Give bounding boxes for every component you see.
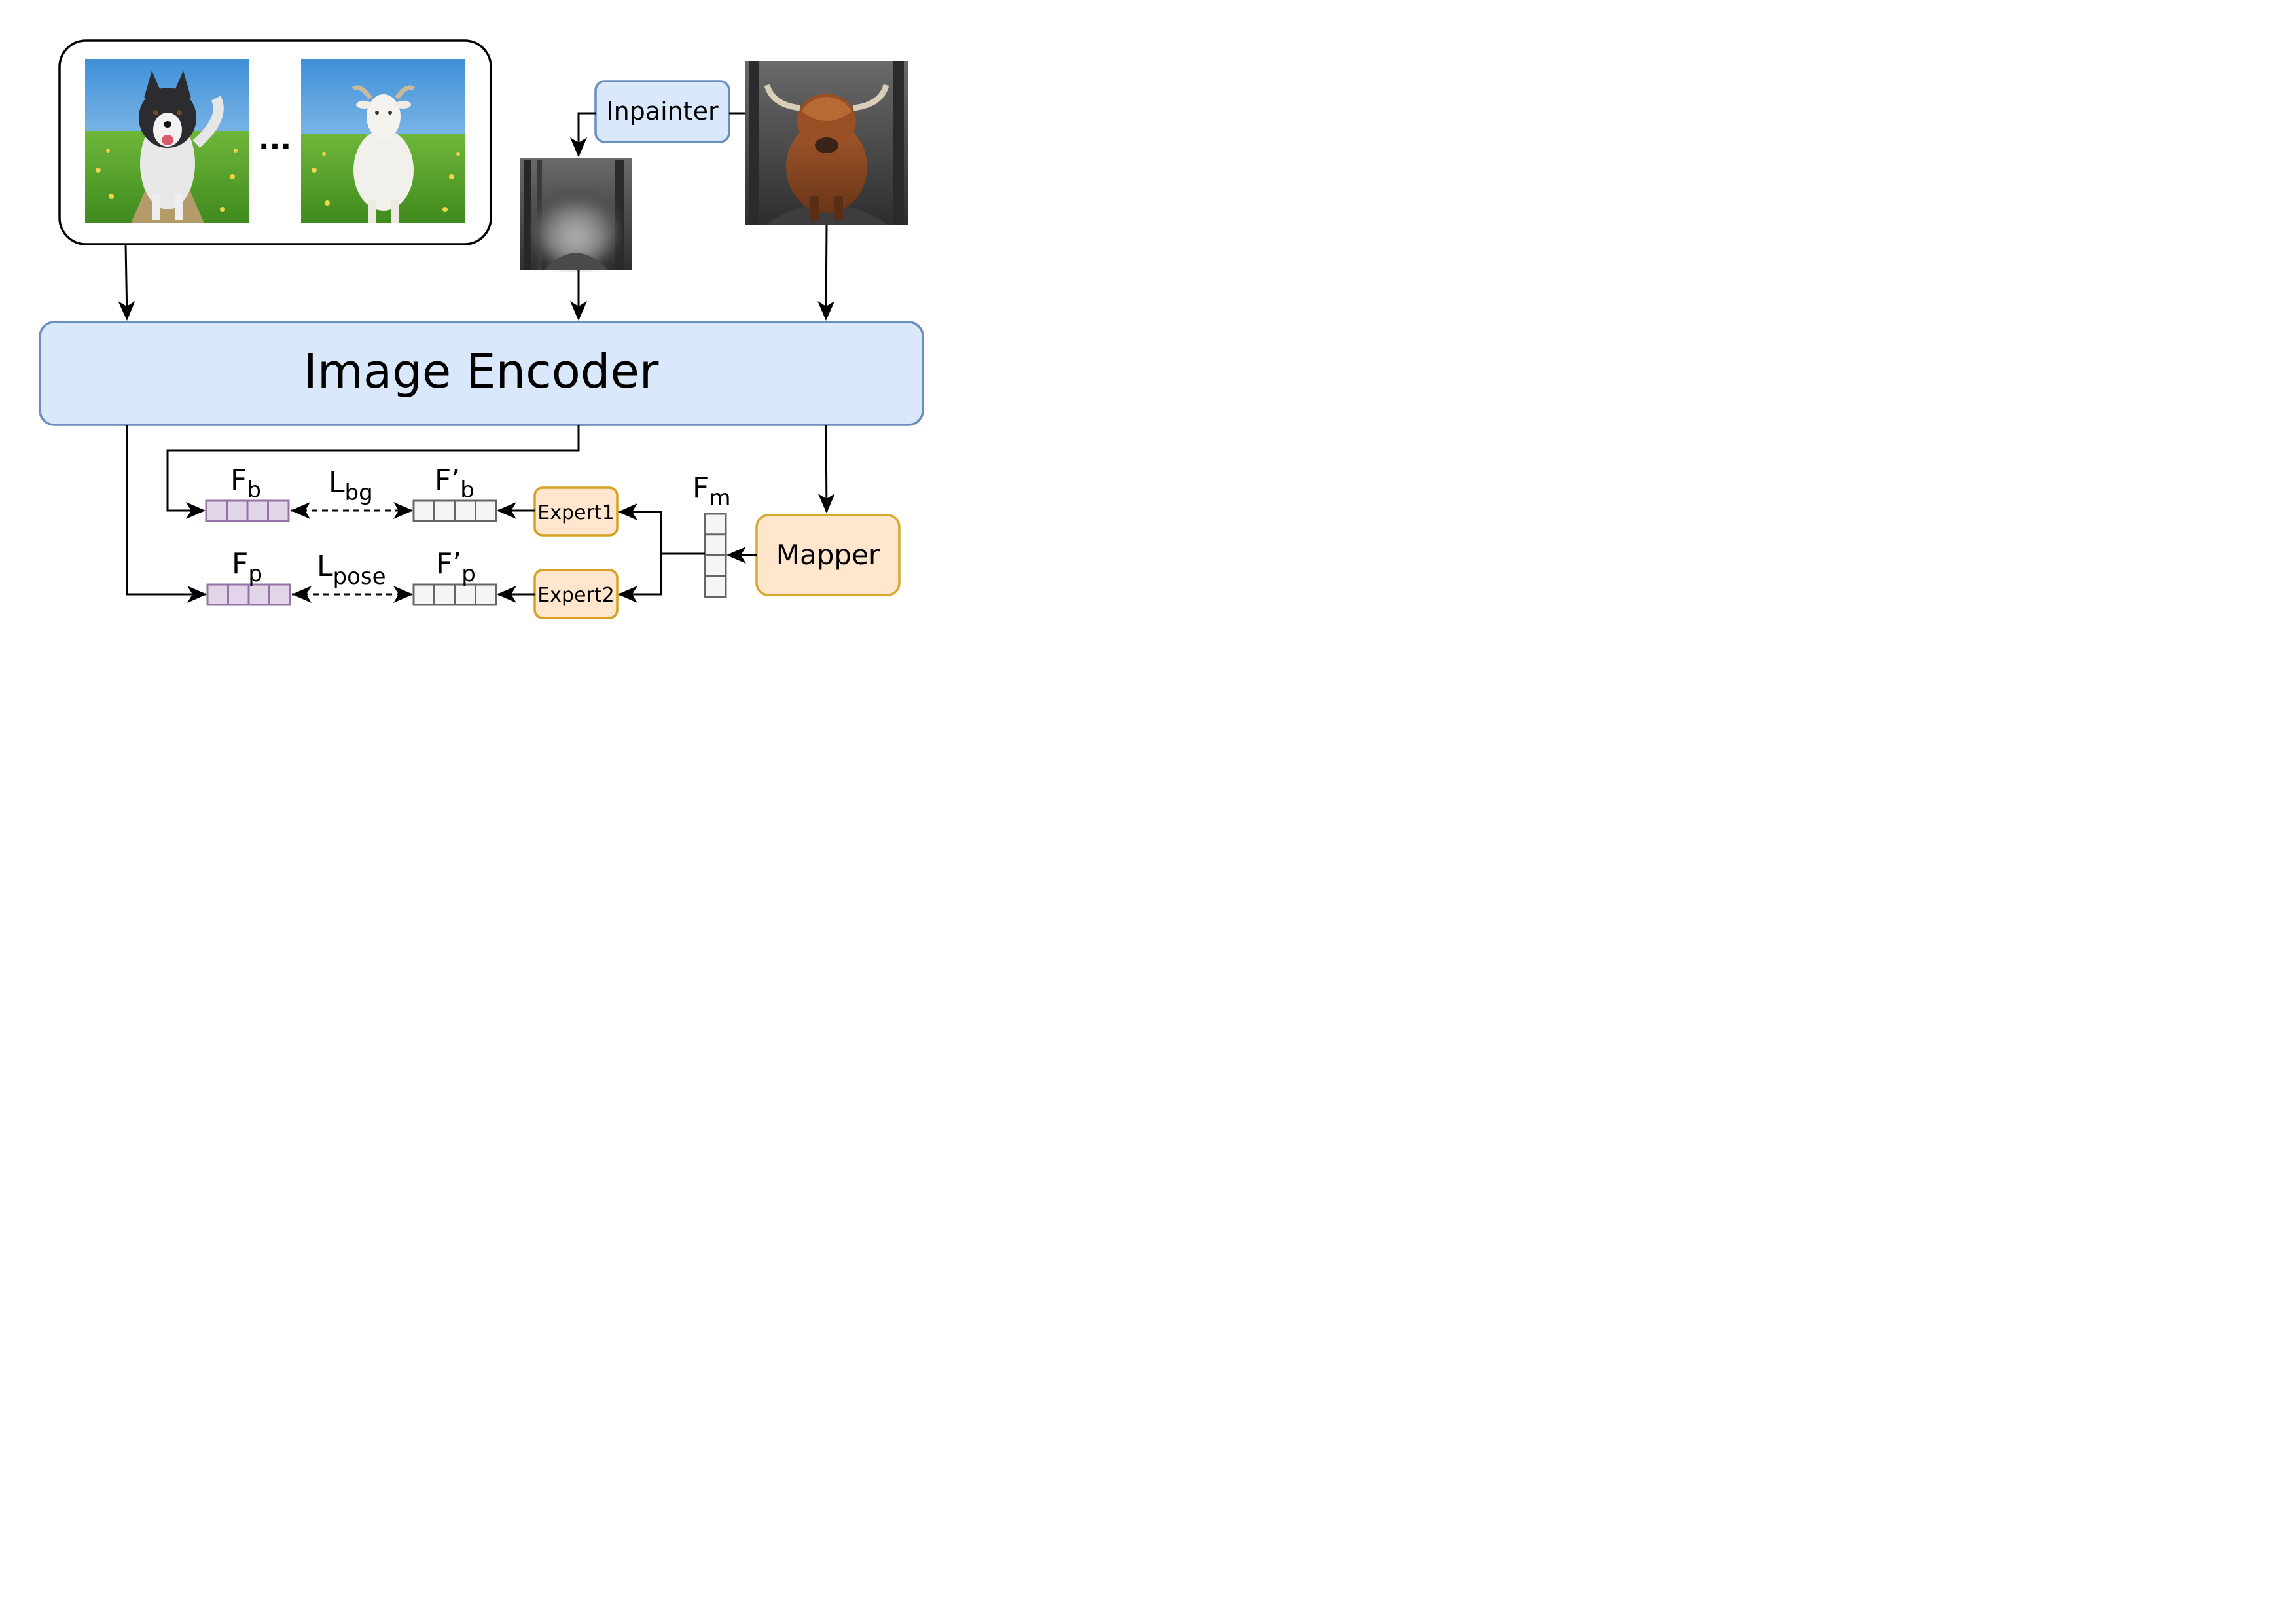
image-encoder-label: Image Encoder	[304, 344, 659, 399]
cow-to-encoder-arrow	[817, 224, 835, 321]
fb-feature-vector	[205, 499, 290, 522]
encoder-to-fp-arrow	[126, 425, 207, 603]
loss-pose-label: Lpose	[317, 550, 386, 590]
highland-cow-photo	[745, 61, 908, 225]
examples-to-encoder-arrow	[118, 244, 135, 321]
fb-prime-feature-vector	[412, 499, 497, 522]
fm-feature-vector	[704, 513, 727, 598]
fm-label: Fm	[692, 471, 730, 511]
inpainter-to-background-arrow	[570, 112, 596, 157]
inpainter-box	[594, 80, 730, 143]
expert1-label: Expert1	[537, 501, 614, 524]
fm-to-expert2-arrow	[618, 554, 662, 603]
fp-label: Fp	[232, 547, 262, 587]
fb-prime-label: F’b	[435, 463, 475, 503]
loss-bg-label: Lbg	[329, 466, 373, 506]
fb-label: Fb	[230, 463, 261, 503]
fp-prime-feature-vector	[412, 583, 497, 606]
goat-photo	[301, 59, 465, 223]
husky-photo	[85, 59, 249, 223]
loss-pose-arrowhead-left	[292, 586, 312, 603]
inpainter-label: Inpainter	[606, 97, 719, 126]
loss-bg-arrowhead-left	[291, 502, 310, 519]
fp-feature-vector	[206, 583, 291, 606]
mapper-label: Mapper	[776, 539, 880, 571]
ellipsis: ...	[259, 123, 291, 156]
fm-to-expert1-arrow	[618, 503, 662, 554]
encoder-to-mapper-arrow	[817, 424, 835, 513]
image-encoder-box	[39, 321, 924, 426]
fp-prime-label: F’p	[436, 547, 476, 587]
blurred-background-photo	[520, 158, 632, 270]
expert2-label: Expert2	[537, 584, 614, 607]
encoder-to-fb-arrow	[166, 425, 580, 519]
